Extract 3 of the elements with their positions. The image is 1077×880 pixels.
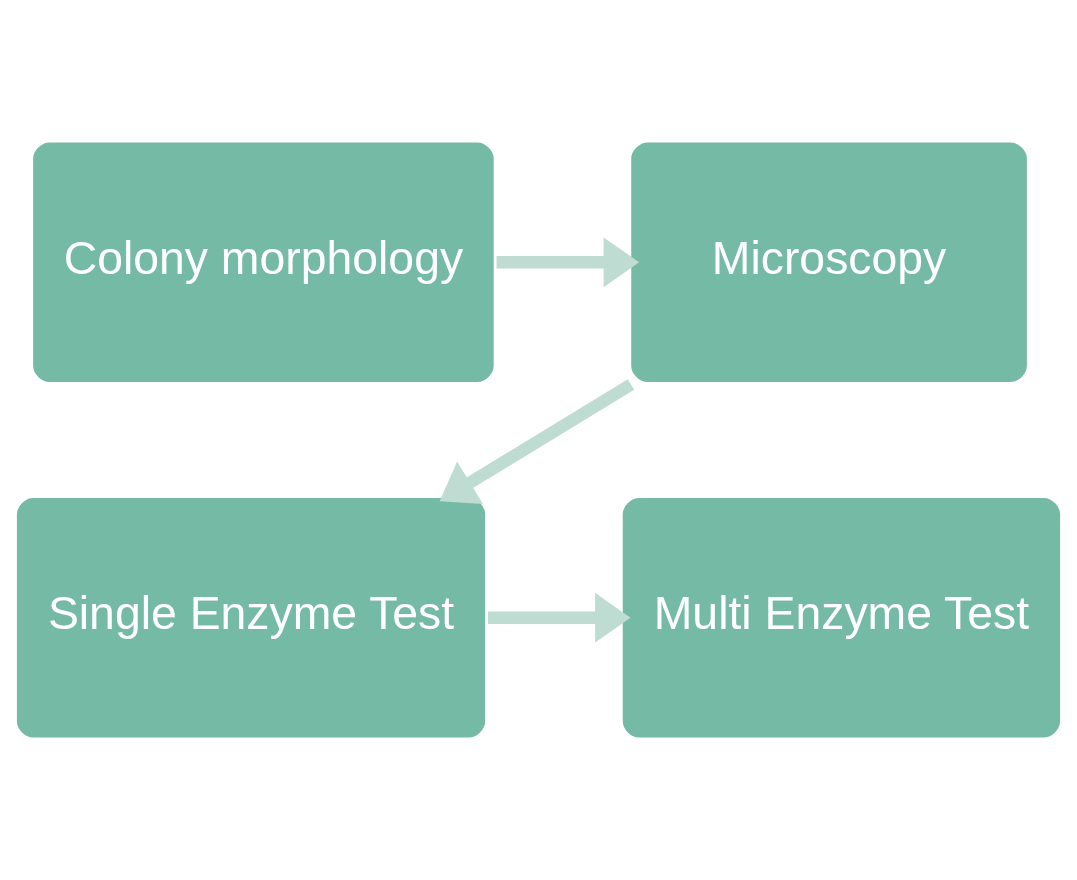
arrow <box>439 379 635 504</box>
arrow <box>496 237 640 288</box>
arrow <box>488 592 631 643</box>
